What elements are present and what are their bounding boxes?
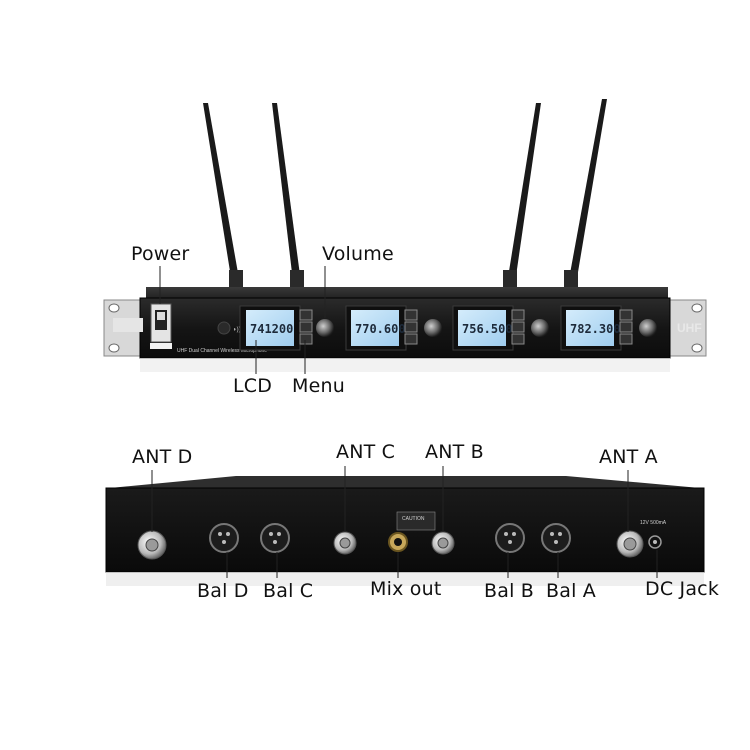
- channel-d-module: 782.300: [560, 305, 657, 351]
- callout-ant-c: ANT C: [336, 441, 396, 463]
- bal-c-connector[interactable]: [260, 523, 290, 553]
- rear-callout-lines: [151, 466, 658, 578]
- volume-knob-d[interactable]: [639, 319, 657, 337]
- model-text: UHF Dual Channel Wireless Microphone: [177, 348, 267, 354]
- caution-text: CAUTION: [402, 516, 425, 522]
- callout-lcd: LCD: [233, 375, 273, 397]
- volume-knob-c[interactable]: [531, 319, 549, 337]
- callout-bal-a: Bal A: [546, 580, 596, 602]
- menu-buttons-d[interactable]: [619, 309, 633, 345]
- channel-a-module: 741200: [239, 305, 334, 351]
- lcd-display-b: [351, 310, 399, 346]
- callout-dc-jack: DC Jack: [645, 578, 720, 600]
- power-switch[interactable]: [150, 303, 172, 343]
- ant-a-connector[interactable]: [616, 530, 644, 558]
- rear-receiver: CAUTION 12V 500mA: [105, 476, 705, 586]
- mix-out-jack[interactable]: [388, 532, 408, 552]
- lcd-frequency-d: 782.300: [570, 322, 621, 336]
- lcd-frequency-b: 770.600: [355, 322, 406, 336]
- callout-menu: Menu: [292, 375, 345, 397]
- callout-ant-d: ANT D: [132, 446, 193, 468]
- channel-c-module: 756.500: [452, 305, 549, 351]
- menu-buttons-b[interactable]: [404, 309, 418, 345]
- bal-d-connector[interactable]: [209, 523, 239, 553]
- menu-buttons-c[interactable]: [511, 309, 525, 345]
- callout-bal-d: Bal D: [197, 580, 249, 602]
- lcd-display-d: [566, 310, 614, 346]
- callout-bal-c: Bal C: [263, 580, 314, 602]
- lcd-frequency-a: 741200: [250, 322, 293, 336]
- dc-rating-text: 12V 500mA: [640, 520, 667, 526]
- callout-ant-a: ANT A: [599, 446, 658, 468]
- callout-ant-b: ANT B: [425, 441, 484, 463]
- ant-c-connector[interactable]: [333, 531, 357, 555]
- lcd-display-c: [458, 310, 506, 346]
- callout-bal-b: Bal B: [484, 580, 535, 602]
- ant-b-connector[interactable]: [431, 531, 455, 555]
- brand-logo: UHF: [677, 321, 702, 335]
- lcd-display-a: [246, 310, 294, 346]
- front-receiver: UHF Dual Channel Wireless Microphone ◗))…: [103, 99, 707, 372]
- dc-jack[interactable]: [648, 535, 662, 549]
- callout-volume: Volume: [322, 243, 394, 265]
- volume-knob-b[interactable]: [424, 319, 442, 337]
- volume-knob-a[interactable]: [316, 319, 334, 337]
- model-badge: [113, 318, 143, 332]
- bal-a-connector[interactable]: [541, 523, 571, 553]
- callout-power: Power: [131, 243, 190, 265]
- callout-mix-out: Mix out: [370, 578, 442, 600]
- antennas-front: [203, 99, 607, 292]
- ir-waves-icon: ◗)): [233, 327, 241, 333]
- ant-d-connector[interactable]: [137, 530, 167, 560]
- menu-buttons-a[interactable]: [299, 309, 313, 345]
- power-label-plate: [150, 343, 172, 349]
- front-callout-lines: [159, 266, 326, 374]
- ir-sensor: [217, 321, 231, 335]
- caution-label: [396, 511, 436, 531]
- channel-b-module: 770.600: [345, 305, 442, 351]
- lcd-frequency-c: 756.500: [462, 322, 513, 336]
- bal-b-connector[interactable]: [495, 523, 525, 553]
